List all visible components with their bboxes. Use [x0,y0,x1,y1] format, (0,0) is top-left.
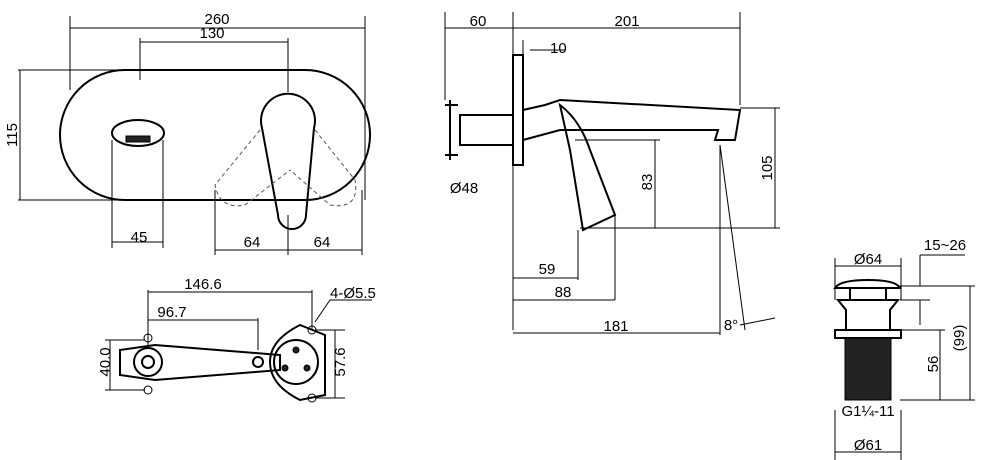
spout [522,98,742,141]
dim-angle: 8° [724,317,738,334]
dim-height-right: 57.6 [332,347,349,376]
dim-lever-left: 64 [244,234,261,251]
bracket-hole [133,347,163,377]
knob-side [445,100,458,160]
dim-spout-length: 201 [614,13,639,30]
dim-plate-thickness: 10 [550,40,567,57]
thread-spec: G1¼-11 [841,403,894,420]
lever-side [558,102,617,232]
dim-holes: 4-Ø5.5 [330,285,376,302]
lever-handle [260,92,316,230]
dim-body-diameter: Ø61 [854,437,882,454]
valve-body [459,114,514,146]
dim-spacing: 130 [199,25,224,42]
dim-plate-length: 146.6 [184,276,222,293]
front-view: 260 130 115 45 64 64 [4,11,371,255]
dim-top-height: 105 [759,155,776,180]
lever-swing-arc [214,129,357,207]
side-view: 60 201 10 Ø48 83 105 59 88 181 8° [444,12,780,335]
dim-lever-reach: 59 [539,261,556,278]
dim-thread-length: 56 [925,356,942,373]
dim-stroke: 15~26 [924,237,966,254]
waste-cap [833,278,902,289]
cover-plate-outline [59,69,371,201]
dim-wall-depth: 60 [470,13,487,30]
mounting-plate-view: 146.6 96.7 4-Ø5.5 40.0 57.6 [97,276,376,403]
dim-hole-spacing: 96.7 [157,304,186,321]
dim-total-height: (99) [951,325,968,352]
diverter-knob [111,119,165,147]
waste-view: Ø64 15~26 (99) 56 G1¼-11 Ø61 [833,237,975,460]
dim-height-left: 40.0 [97,347,114,376]
dim-knob-diameter: Ø48 [450,180,478,197]
dim-head-diameter: Ø64 [854,251,882,268]
knob-detail [125,135,151,143]
valve-body-plate [268,323,326,402]
dim-height: 115 [4,123,21,147]
dim-spout-projection: 181 [603,318,628,335]
dim-knob-width: 45 [131,229,148,246]
dim-outlet-height: 83 [639,174,656,191]
waste-thread [844,337,892,401]
dim-total-width: 260 [204,11,229,28]
mounting-bracket [119,343,281,382]
dim-lever-reach2: 88 [555,284,572,301]
wall-plate [512,54,524,166]
dim-lever-right: 64 [314,234,331,251]
